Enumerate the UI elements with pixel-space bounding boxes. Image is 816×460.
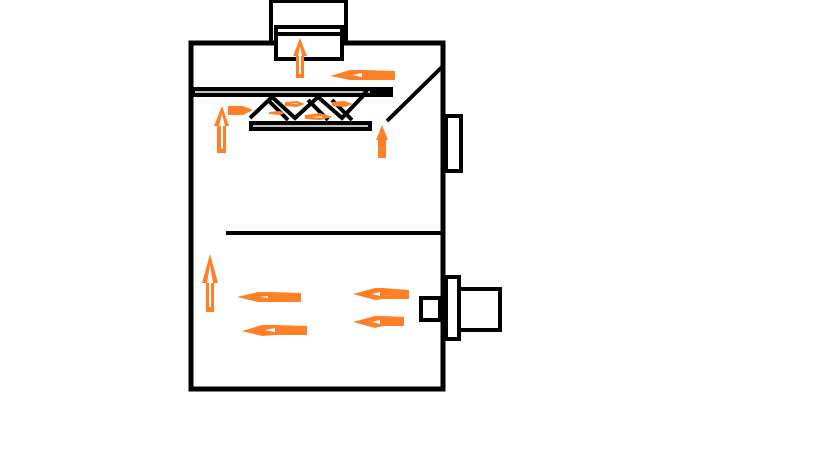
- arrow-left-icon: [353, 288, 409, 300]
- arrow-right-icon: [332, 101, 353, 107]
- lower-shelf: [249, 121, 372, 131]
- arrow-right-icon: [228, 106, 253, 115]
- arrow-up-icon: [214, 106, 229, 153]
- arrow-up-icon: [376, 125, 388, 158]
- airflow-arrows: [202, 38, 409, 336]
- arrow-left-icon: [242, 325, 307, 336]
- fan-unit: [419, 275, 502, 341]
- arrow-up-icon: [202, 254, 218, 312]
- arrow-up-icon: [293, 38, 307, 78]
- arrow-right-icon: [269, 111, 285, 115]
- arrow-left-icon: [353, 316, 404, 328]
- arrow-right-icon: [285, 101, 305, 107]
- arrow-left-icon: [237, 292, 301, 302]
- arrow-right-icon: [305, 113, 333, 120]
- arrow-left-icon: [330, 70, 395, 80]
- diagonal-baffle: [385, 64, 445, 123]
- side-panel: [444, 114, 463, 173]
- upper-shelf: [193, 87, 393, 97]
